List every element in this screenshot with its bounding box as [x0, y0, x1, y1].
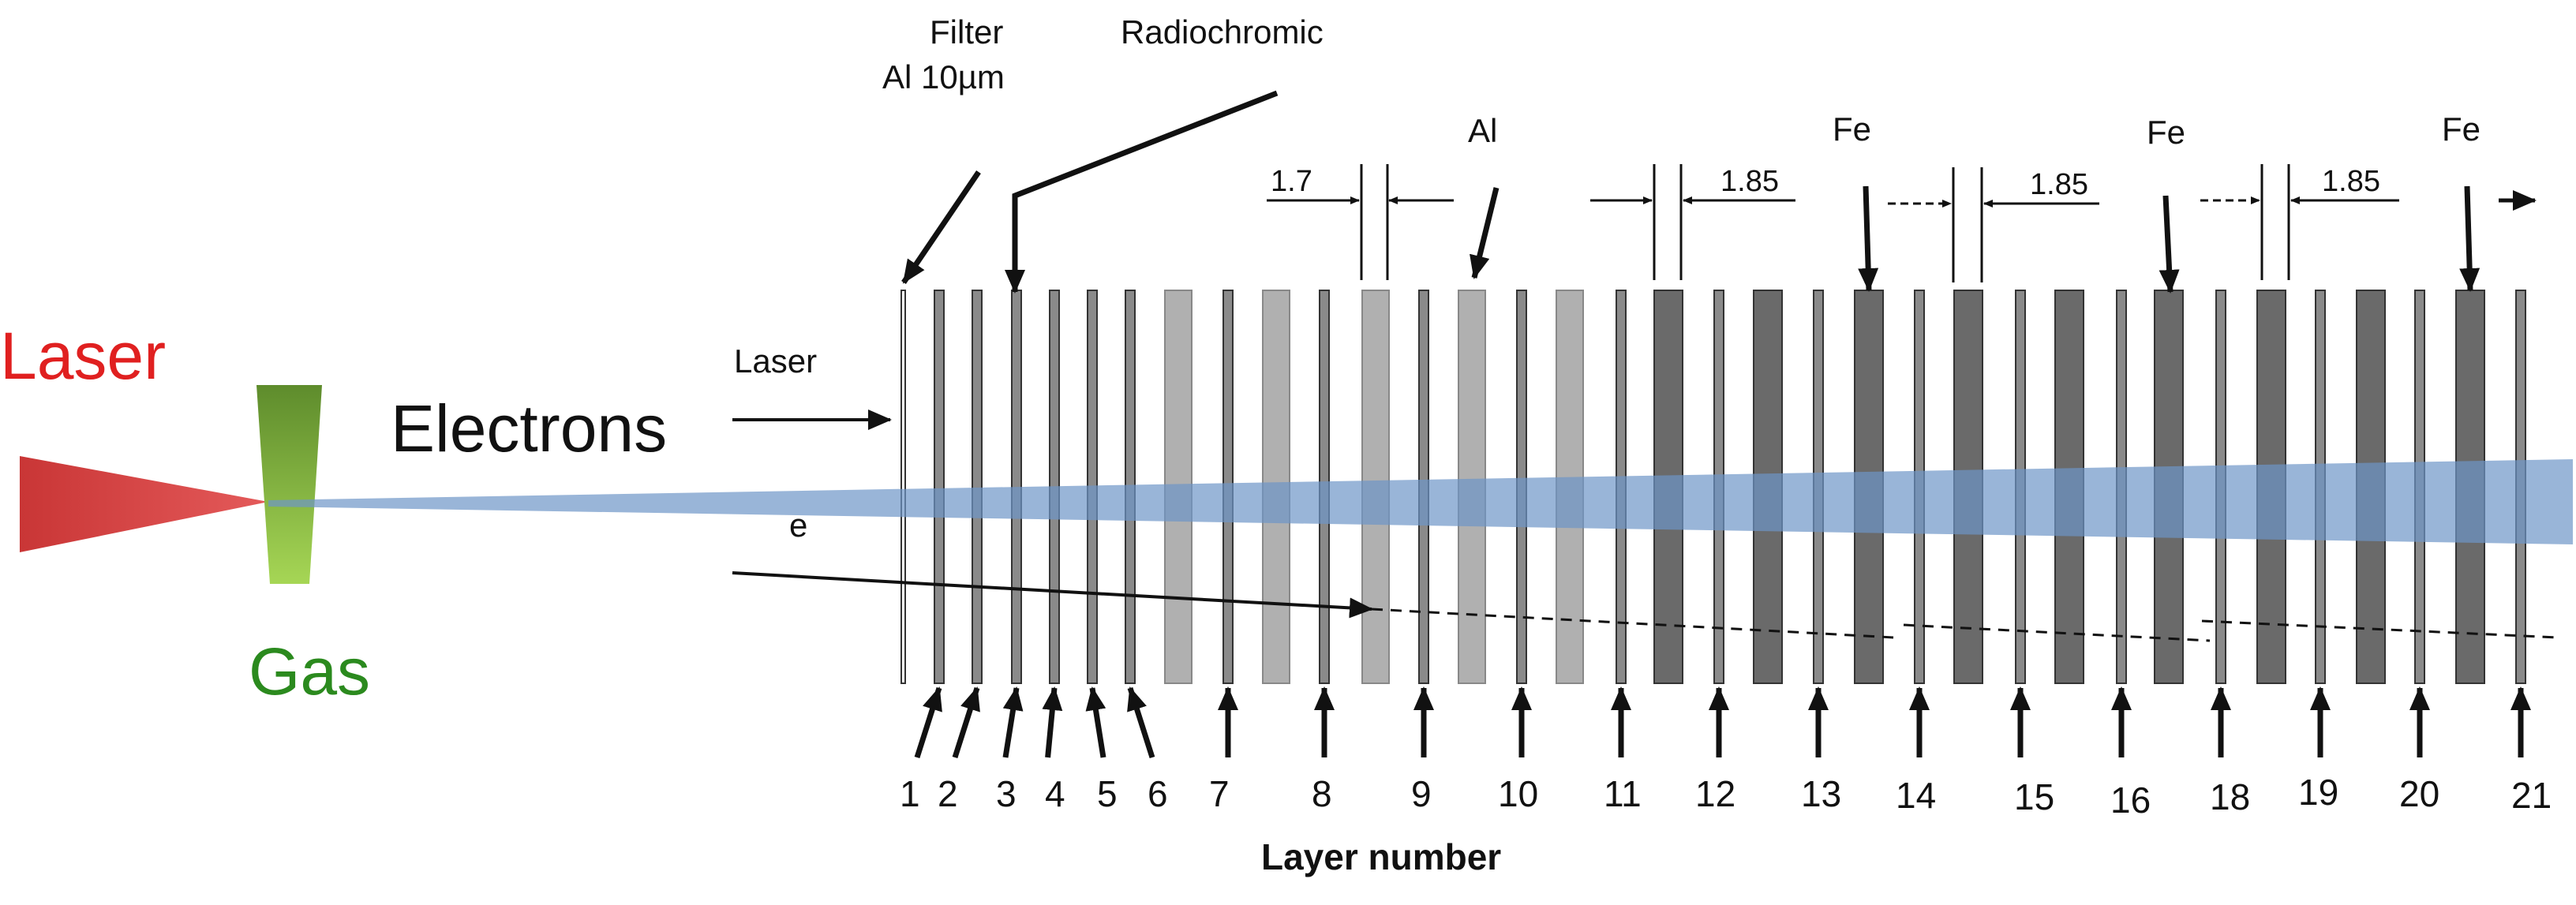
- layer-number-2: 2: [938, 773, 958, 814]
- dimension-3: 1.85: [1888, 167, 2099, 282]
- dimension-4: 1.85: [2200, 164, 2399, 280]
- electron-arrow: [732, 571, 1373, 619]
- fe-arrow-3: [2459, 185, 2481, 292]
- layer-number-9: 9: [1411, 773, 1432, 814]
- gas-label: Gas: [249, 634, 370, 709]
- material-label-al: Al: [1468, 112, 1497, 149]
- radiochromic-label: Radiochromic: [1121, 13, 1324, 50]
- laser-cone: [20, 456, 268, 552]
- electrons-label: Electrons: [391, 391, 667, 466]
- filter-arrow: [901, 170, 981, 284]
- layer-number-6: 6: [1148, 773, 1168, 814]
- radiochromic-film-2: [972, 290, 983, 684]
- al-arrow: [1470, 187, 1500, 279]
- layer-number-17: 18: [2210, 776, 2250, 817]
- electron-arrow-label: e: [789, 507, 807, 544]
- layer-number-20: 21: [2511, 775, 2552, 816]
- laser-arrow-label: Laser: [734, 342, 817, 380]
- layer-number-5: 5: [1097, 773, 1118, 814]
- layer-number-8: 8: [1312, 773, 1332, 814]
- layer-arrow-1: [914, 686, 942, 759]
- layer-axis-title: Layer number: [1261, 836, 1501, 877]
- layer-number-11: 11: [1604, 773, 1642, 814]
- dimension-2: 1.85: [1590, 164, 1795, 280]
- laser-label: Laser: [0, 319, 166, 393]
- incoming-arrows: Laser e: [732, 342, 2558, 642]
- material-label-fe-2: Fe: [2147, 114, 2185, 151]
- layer-number-12: 12: [1695, 773, 1735, 814]
- gas-jet: [256, 385, 322, 584]
- source-group: Laser Gas Electrons: [0, 319, 667, 709]
- layer-arrow-6: [1127, 686, 1155, 759]
- layer-arrow-4: [1042, 686, 1063, 758]
- radiochromic-film-1: [934, 290, 945, 684]
- layer-number-10: 10: [1498, 773, 1538, 814]
- layer-arrow-2: [952, 686, 980, 759]
- layer-number-arrows: [914, 686, 2531, 759]
- layer-number-14: 14: [1896, 775, 1936, 816]
- layer-number-15: 15: [2014, 776, 2054, 817]
- layer-number-7: 7: [1209, 773, 1230, 814]
- filter-foil: [900, 290, 906, 684]
- layer-number-16: 16: [2110, 780, 2151, 821]
- layer-number-3: 3: [996, 773, 1017, 814]
- layer-arrow-5: [1085, 686, 1106, 758]
- material-label-fe-3: Fe: [2442, 110, 2481, 148]
- material-label-fe-1: Fe: [1833, 110, 1871, 148]
- fe-arrow-2: [2159, 195, 2180, 294]
- filter-label-line1: Filter: [930, 13, 1003, 50]
- layer-number-18: 19: [2298, 772, 2338, 813]
- dimension-label-3: 1.85: [2030, 168, 2088, 201]
- layer-number-13: 13: [1801, 773, 1841, 814]
- top-annotations: Filter Al 10µm Radiochromic Al Fe Fe Fe …: [882, 13, 2537, 294]
- radiochromic-film-3: [1011, 290, 1022, 684]
- dimension-label-1: 1.7: [1271, 165, 1312, 198]
- dimension-label-4: 1.85: [2322, 165, 2380, 198]
- layer-number-4: 4: [1045, 773, 1065, 814]
- fe-arrow-1: [1858, 185, 1879, 292]
- radiochromic-arrow: [1005, 90, 1279, 294]
- layer-number-1: 1: [900, 773, 920, 814]
- electron-beam: [268, 459, 2573, 544]
- layer-arrow-3: [1002, 686, 1024, 758]
- dimension-label-2: 1.85: [1720, 165, 1779, 198]
- dimension-1: 1.7: [1267, 164, 1454, 280]
- electron-trajectory: [1371, 608, 2558, 642]
- layer-number-19: 20: [2399, 773, 2439, 814]
- filter-label-line2: Al 10µm: [882, 58, 1005, 95]
